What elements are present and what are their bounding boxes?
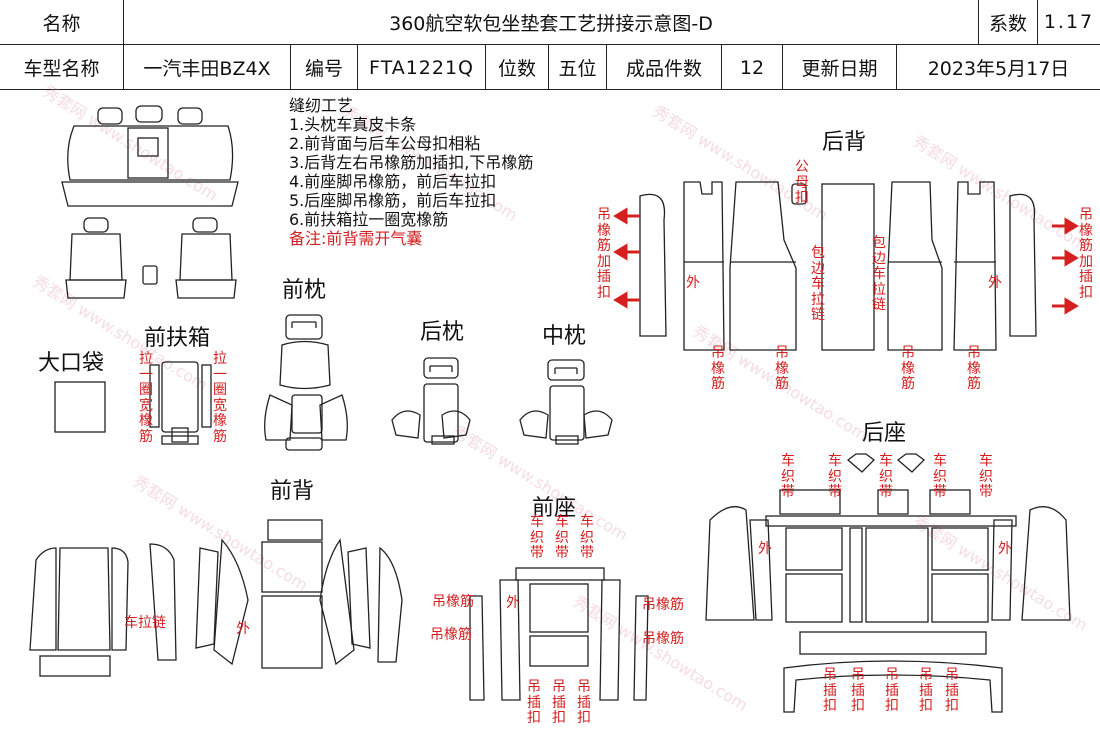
label-hang-band: 吊橡筋 xyxy=(967,345,981,392)
front-armrest-pieces xyxy=(149,361,212,445)
rear-headrest-pieces xyxy=(391,357,471,445)
notes-remark: 备注:前背需开气囊 xyxy=(289,229,423,248)
label-outside: 外 xyxy=(506,595,520,611)
seats-value: 五位 xyxy=(549,44,607,90)
front-headrest-pieces xyxy=(264,314,348,451)
label-outside: 外 xyxy=(988,275,1002,291)
page-title: 360航空软包坐垫套工艺拼接示意图-D xyxy=(124,0,979,44)
label-hang-plug: 吊插扣 xyxy=(527,679,541,726)
model-value: 一汽丰田BZ4X xyxy=(124,44,291,90)
front-seats-overview xyxy=(65,217,237,299)
code-label: 编号 xyxy=(291,44,358,90)
label-wrap-zipper: 包边车拉链 xyxy=(811,245,825,323)
label-hang-plug: 吊插扣 xyxy=(552,679,566,726)
pieces-label: 成品件数 xyxy=(607,44,722,90)
section-front-back: 前背 xyxy=(270,479,315,504)
section-rear-headrest: 后枕 xyxy=(420,320,465,345)
label-wide-band: 拉一圈宽橡筋 xyxy=(213,351,227,445)
label-hang-band: 吊橡筋 xyxy=(642,631,684,647)
code-value: FTA1221Q xyxy=(358,44,486,90)
label-woven-belt: 车织带 xyxy=(781,453,795,500)
label-zipper: 车拉链 xyxy=(124,615,166,631)
label-hang-band: 吊橡筋 xyxy=(775,345,789,392)
section-front-armrest: 前扶箱 xyxy=(144,326,211,351)
pattern-drawing xyxy=(29,105,1079,713)
label-hang-band: 吊橡筋 xyxy=(432,594,474,610)
note-item: 6.前扶箱拉一圈宽橡筋 xyxy=(289,210,449,229)
section-front-headrest: 前枕 xyxy=(282,278,327,303)
date-value: 2023年5月17日 xyxy=(897,44,1100,90)
coef-label: 系数 xyxy=(979,0,1038,44)
header-divider xyxy=(0,89,1100,90)
label-wrap-zipper: 包边车拉链 xyxy=(872,235,886,313)
note-item: 4.前座脚吊橡筋，前后车拉扣 xyxy=(289,172,497,191)
section-front-seat: 前座 xyxy=(532,496,577,521)
label-male-female-snap: 公母扣 xyxy=(795,159,809,206)
notes-heading: 缝纫工艺 xyxy=(289,96,354,115)
note-item: 3.后背左右吊橡筋加插扣,下吊橡筋 xyxy=(289,153,534,172)
sewing-notes: 缝纫工艺 1.头枕车真皮卡条 2.前背面与后车公母扣相粘 3.后背左右吊橡筋加插… xyxy=(289,96,533,248)
label-woven-belt: 车织带 xyxy=(979,453,993,500)
label-outside: 外 xyxy=(236,621,250,637)
label-woven-belt: 车织带 xyxy=(828,453,842,500)
mid-headrest-pieces xyxy=(519,359,613,445)
label-hang-plug: 吊插扣 xyxy=(823,667,837,714)
section-rear-seat: 后座 xyxy=(862,421,907,446)
rear-back-pieces xyxy=(639,181,1037,351)
label-hang-plug: 吊插扣 xyxy=(851,667,865,714)
note-item: 1.头枕车真皮卡条 xyxy=(289,115,417,134)
label-outside: 外 xyxy=(998,541,1012,557)
name-label: 名称 xyxy=(0,0,124,44)
front-seat-pieces xyxy=(469,567,649,701)
hang-arrows xyxy=(613,207,1079,315)
rear-bench-overview xyxy=(61,105,239,207)
label-hang-plug: 吊插扣 xyxy=(577,679,591,726)
label-hang-band-plug: 吊橡筋加插扣 xyxy=(1079,207,1093,301)
date-label: 更新日期 xyxy=(783,44,897,90)
coef-value: 1.17 xyxy=(1043,11,1095,33)
label-wide-band: 拉一圈宽橡筋 xyxy=(139,351,153,445)
label-hang-plug: 吊插扣 xyxy=(945,667,959,714)
section-mid-headrest: 中枕 xyxy=(542,324,587,349)
label-woven-belt: 车织带 xyxy=(530,514,544,561)
section-rear-back: 后背 xyxy=(822,130,867,155)
model-label: 车型名称 xyxy=(0,44,124,90)
label-woven-belt: 车织带 xyxy=(580,514,594,561)
label-woven-belt: 车织带 xyxy=(879,453,893,500)
note-item: 2.前背面与后车公母扣相粘 xyxy=(289,134,481,153)
pieces-value: 12 xyxy=(722,44,783,90)
label-woven-belt: 车织带 xyxy=(933,453,947,500)
label-outside: 外 xyxy=(758,541,772,557)
label-hang-band-plug: 吊橡筋加插扣 xyxy=(597,207,611,301)
label-hang-band: 吊橡筋 xyxy=(901,345,915,392)
label-hang-plug: 吊插扣 xyxy=(919,667,933,714)
big-pocket-piece xyxy=(54,381,106,433)
section-big-pocket: 大口袋 xyxy=(38,351,105,376)
label-hang-band: 吊橡筋 xyxy=(711,345,725,392)
label-hang-band: 吊橡筋 xyxy=(430,627,472,643)
label-hang-plug: 吊插扣 xyxy=(885,667,899,714)
label-outside: 外 xyxy=(686,275,700,291)
label-woven-belt: 车织带 xyxy=(555,514,569,561)
front-back-pieces xyxy=(29,519,403,677)
rear-seat-pieces xyxy=(705,453,1071,713)
label-hang-band: 吊橡筋 xyxy=(642,597,684,613)
header-table: 名称 360航空软包坐垫套工艺拼接示意图-D 系数 1.17 车型名称 一汽丰田… xyxy=(0,0,1100,90)
seats-label: 位数 xyxy=(486,44,549,90)
note-item: 5.后座脚吊橡筋，前后车拉扣 xyxy=(289,191,497,210)
